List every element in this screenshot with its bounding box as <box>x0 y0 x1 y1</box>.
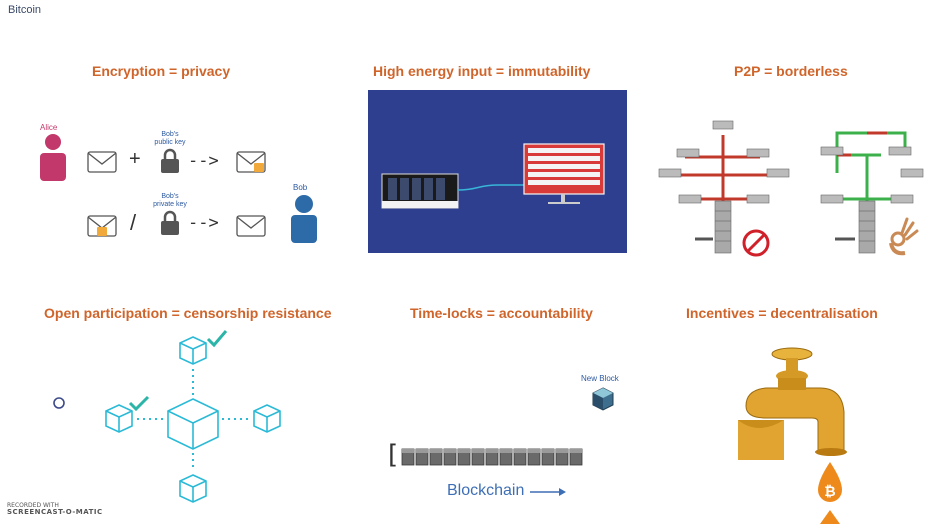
new-block-icon <box>592 387 614 411</box>
bitcoin-icon <box>818 462 842 502</box>
new-block-label: New Block <box>581 374 619 383</box>
watermark: RECORDED WITH SCREENCAST-O-MATIC <box>7 502 103 516</box>
arrow-1: --> <box>188 151 219 171</box>
open-participation-illustration <box>53 330 281 503</box>
watermark-line2: SCREENCAST-O-MATIC <box>7 508 103 516</box>
bob-person-icon <box>291 195 317 243</box>
p2p-title: P2P = borderless <box>734 63 848 79</box>
ok-hand-icon <box>889 217 919 256</box>
arrow-2: --> <box>188 213 219 233</box>
faucet-icon: ₿ <box>738 347 847 524</box>
arrow-right-icon <box>530 488 566 496</box>
checkmark-icon <box>206 330 228 348</box>
slash-sign: / <box>130 210 137 235</box>
p2p-network-illustration <box>658 120 924 257</box>
private-key-label: Bob's private key <box>153 193 187 208</box>
bracket-left: [ <box>388 440 399 470</box>
alice-label: Alice <box>40 123 58 132</box>
timelocks-title: Time-locks = accountability <box>410 305 593 321</box>
locked-envelope-icon <box>87 215 117 237</box>
energy-title: High energy input = immutability <box>373 63 591 79</box>
padlock-icon <box>161 210 179 235</box>
public-key-label: Bob's public key <box>154 131 186 146</box>
locked-envelope-icon <box>236 151 266 173</box>
bob-label: Bob <box>293 183 308 192</box>
envelope-icon <box>87 151 117 173</box>
incentives-title: Incentives = decentralisation <box>686 305 878 321</box>
padlock-icon <box>161 148 179 173</box>
mining-illustration <box>368 90 627 253</box>
checkmark-icon <box>128 395 150 412</box>
plus-sign: + <box>129 148 141 170</box>
svg-text:₿: ₿ <box>824 484 835 500</box>
blockchain-blocks <box>401 448 583 466</box>
watermark-line1: RECORDED WITH <box>7 502 59 509</box>
alice-person-icon <box>40 134 66 181</box>
encryption-title: Encryption = privacy <box>92 63 231 79</box>
envelope-icon <box>236 215 266 237</box>
page-label: Bitcoin <box>8 4 42 16</box>
blockchain-label: Blockchain <box>447 482 525 499</box>
open-title: Open participation = censorship resistan… <box>44 305 332 321</box>
